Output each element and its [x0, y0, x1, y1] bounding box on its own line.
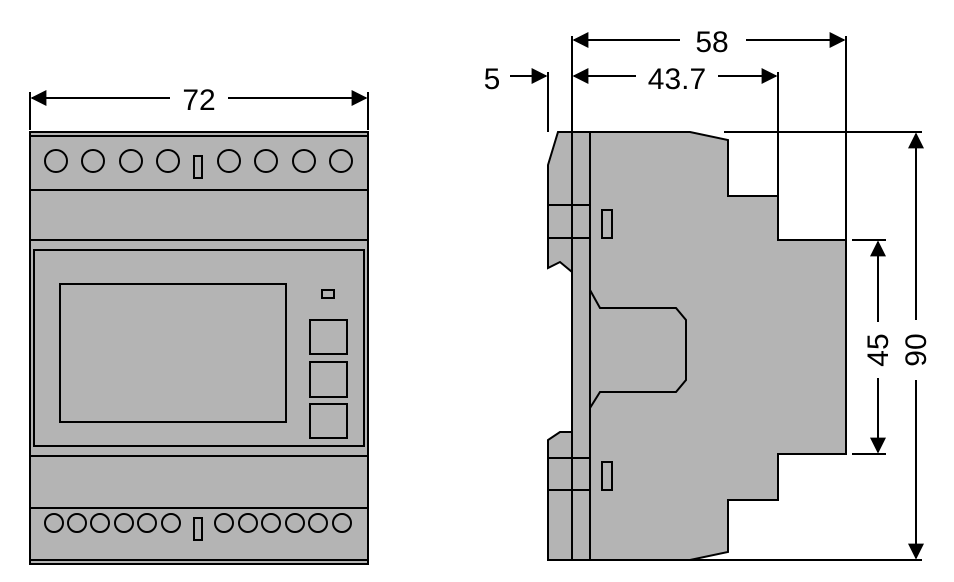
screw-icon — [161, 513, 181, 533]
screw-icon — [137, 513, 157, 533]
screw-icon — [67, 513, 87, 533]
side-height-total-label: 90 — [900, 333, 933, 366]
screw-icon — [214, 513, 234, 533]
side-depth-total-label: 58 — [695, 26, 728, 59]
screw-icon — [238, 513, 258, 533]
screw-icon — [44, 149, 68, 173]
screw-icon — [285, 513, 305, 533]
button-up — [309, 319, 348, 355]
button-middle — [309, 361, 348, 398]
screw-icon — [261, 513, 281, 533]
screw-icon — [90, 513, 110, 533]
screw-icon — [81, 149, 105, 173]
screw-icon — [292, 149, 316, 173]
button-down — [309, 403, 348, 439]
din-rail-groove — [589, 289, 687, 409]
screw-icon — [119, 149, 143, 173]
screw-icon — [332, 513, 352, 533]
side-slot-bottom-icon — [601, 461, 613, 491]
seal-slot-icon — [193, 155, 203, 179]
screw-icon — [254, 149, 278, 173]
front-view: 72 — [29, 84, 369, 565]
front-width-label: 72 — [182, 84, 215, 117]
seal-slot-icon — [193, 517, 203, 541]
side-offset-label: 5 — [484, 63, 501, 96]
led-indicator-icon — [321, 289, 335, 299]
side-body — [547, 131, 847, 561]
side-depth-inner-label: 43.7 — [648, 63, 706, 96]
screw-icon — [217, 149, 241, 173]
display-window — [59, 283, 287, 423]
top-terminal-screws — [44, 149, 353, 179]
side-height-inner-label: 45 — [862, 333, 895, 366]
bottom-terminal-screws — [44, 513, 352, 541]
screw-icon — [329, 149, 353, 173]
screw-icon — [308, 513, 328, 533]
screw-icon — [44, 513, 64, 533]
screw-icon — [156, 149, 180, 173]
side-slot-top-icon — [601, 209, 613, 239]
screw-icon — [114, 513, 134, 533]
side-view: 58 43.7 5 90 45 — [484, 26, 933, 561]
